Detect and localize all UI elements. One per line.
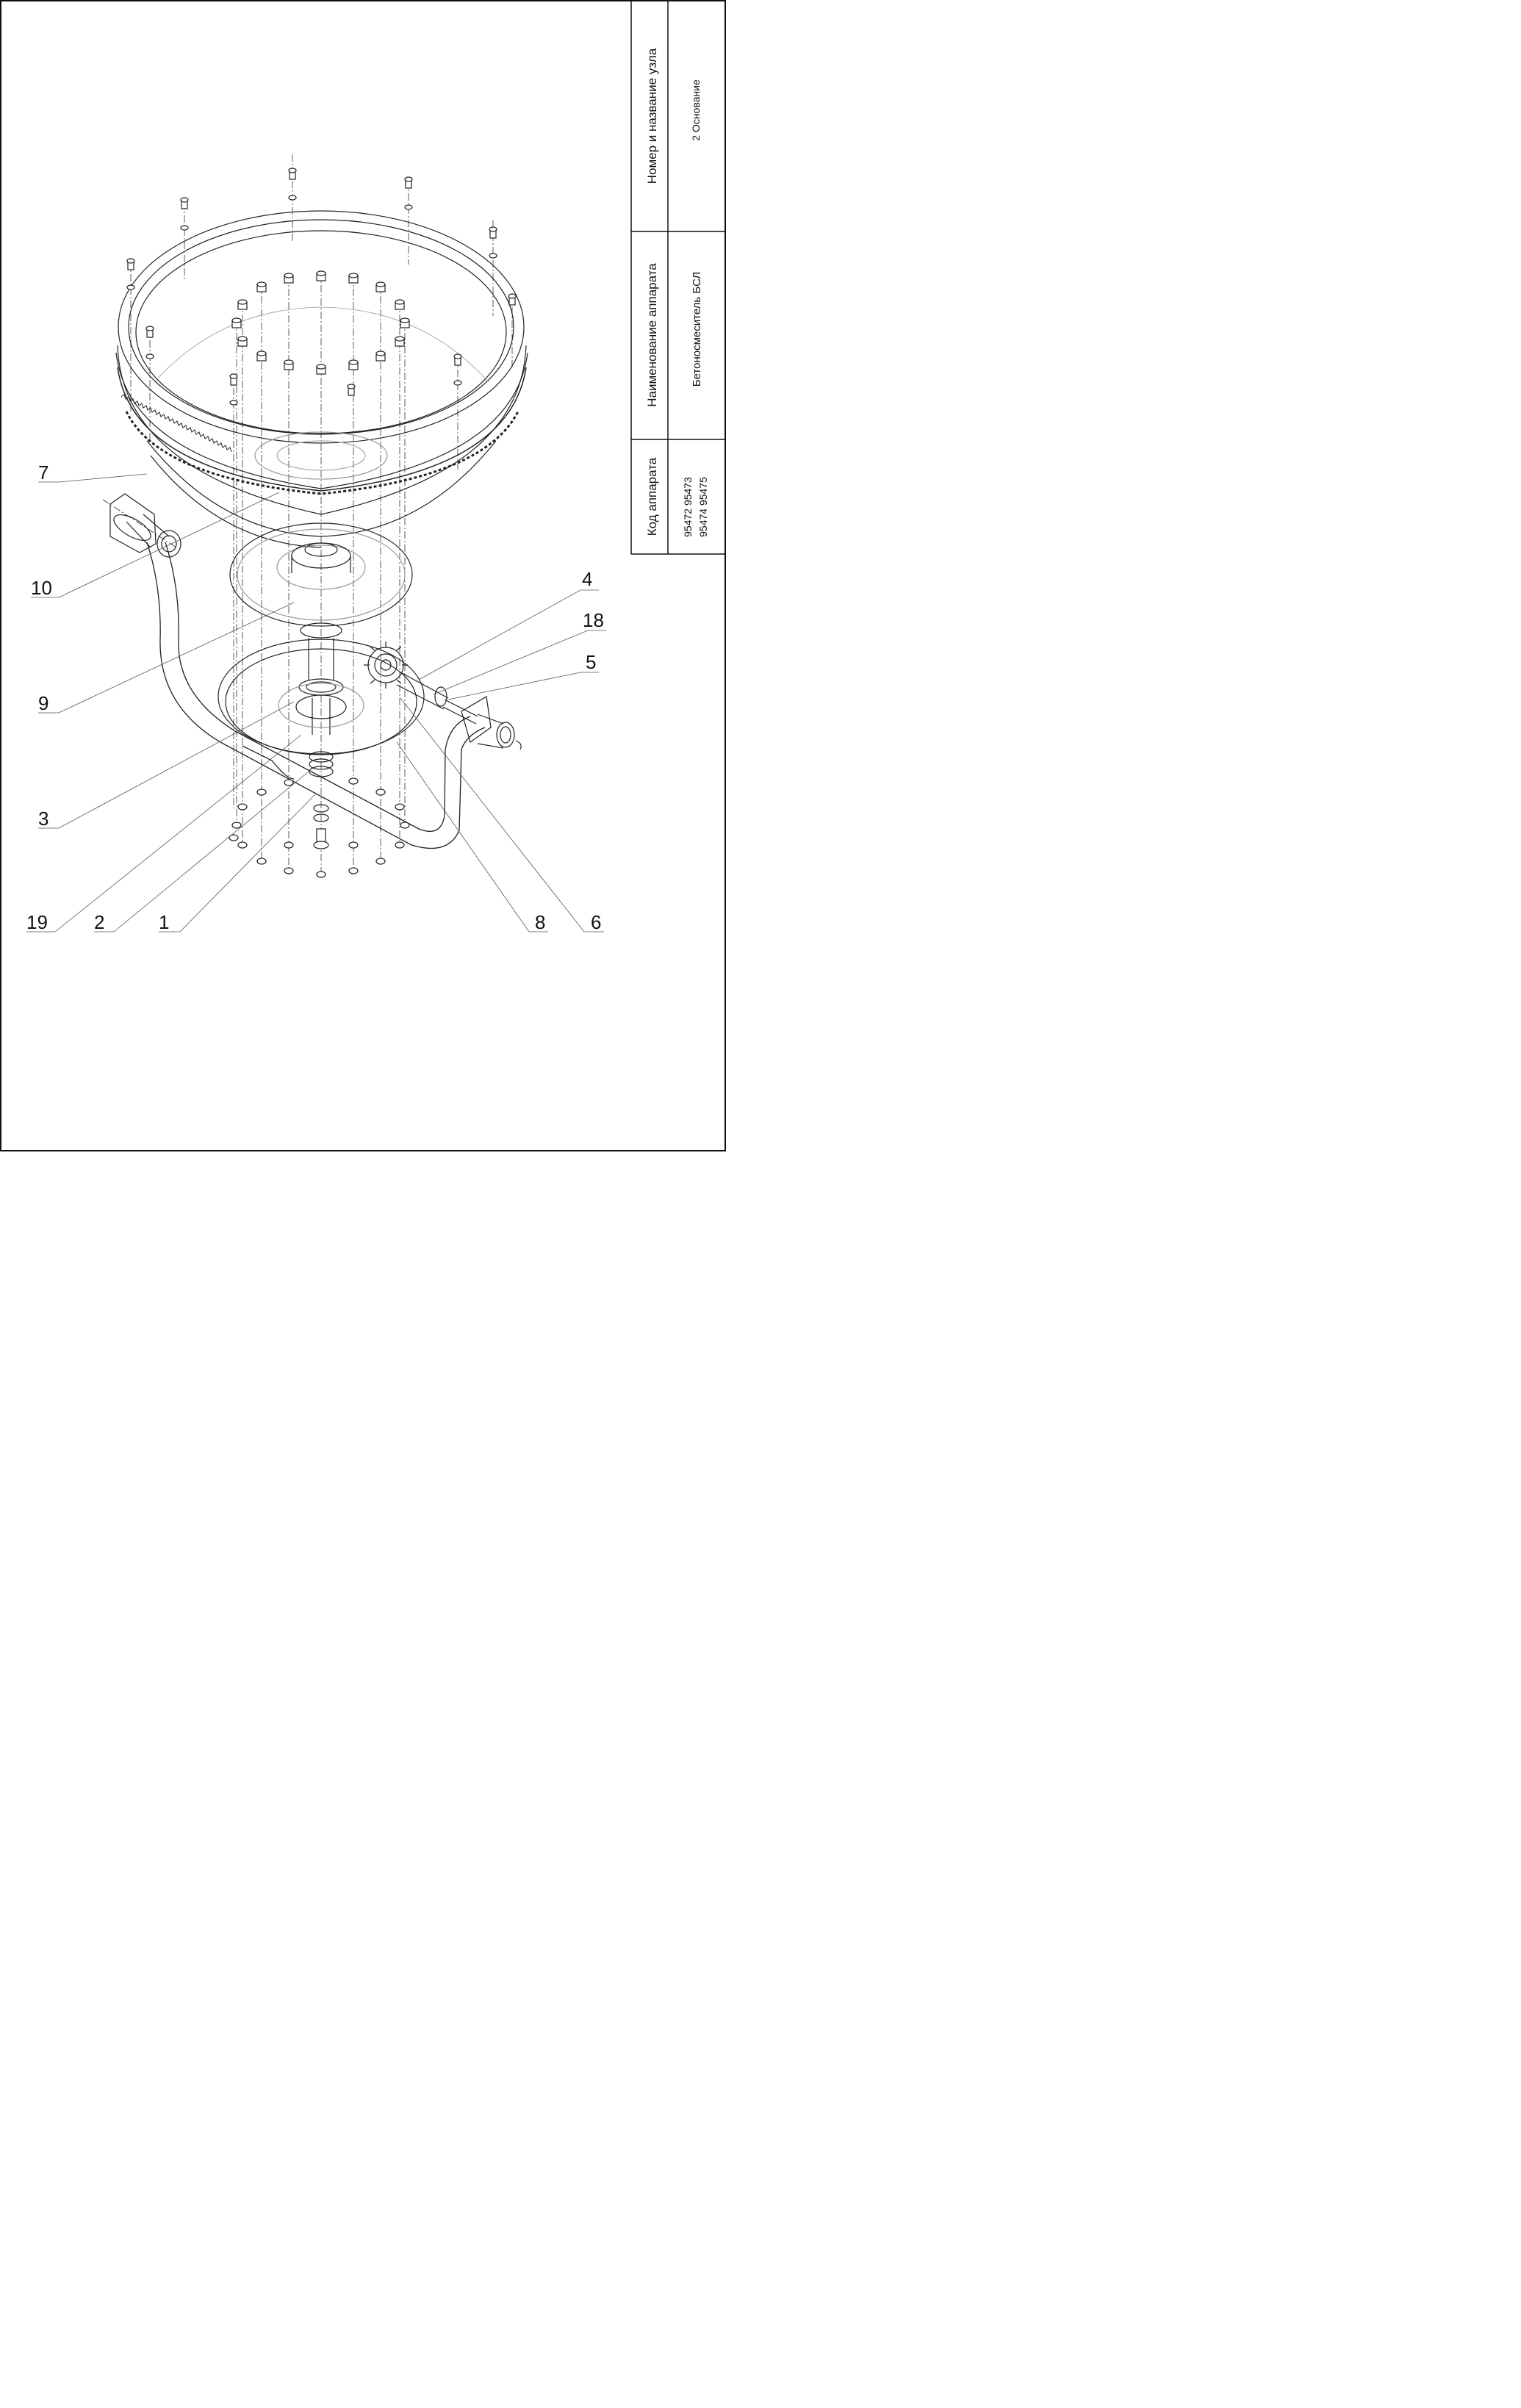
inner-bolt-circle-top xyxy=(231,270,410,375)
callout-18: 18 xyxy=(583,609,604,631)
callout-10: 10 xyxy=(31,577,52,599)
sheet-border xyxy=(0,0,726,1151)
left-bracket xyxy=(102,493,181,558)
device-code-line2: 95474 95475 xyxy=(697,477,709,537)
drive-shaft xyxy=(396,672,478,725)
callout-3: 3 xyxy=(38,808,48,830)
drawing-sheet: Номер и название узла 2 Основание Наимен… xyxy=(0,0,727,1152)
upper-bearing-flange xyxy=(229,522,413,627)
node-value: 2 Основание xyxy=(690,79,702,141)
top-flange-ring xyxy=(118,210,525,444)
callout-8: 8 xyxy=(535,911,545,933)
node-header: Номер и название узла xyxy=(645,48,659,184)
device-name-header: Наименование аппарата xyxy=(645,263,659,407)
main-shaft xyxy=(298,622,344,735)
callout-4: 4 xyxy=(582,568,592,590)
ring-gear-teeth xyxy=(121,394,232,453)
callout-2: 2 xyxy=(94,911,104,933)
spring-bushing xyxy=(309,751,334,849)
device-code-line1: 95472 95473 xyxy=(682,477,694,537)
top-bolts xyxy=(126,168,517,406)
right-bracket xyxy=(461,696,522,750)
support-frame-tubes xyxy=(146,542,486,849)
leader-lines xyxy=(26,473,606,932)
callout-9: 9 xyxy=(38,692,48,714)
device-code-header: Код аппарата xyxy=(645,457,659,536)
device-name-value: Бетоносмеситель БСЛ xyxy=(691,272,703,387)
assembly-drawing: Номер и название узла 2 Основание Наимен… xyxy=(0,0,726,1151)
exploded-view xyxy=(26,154,606,932)
bottom-fasteners xyxy=(229,777,410,878)
callout-labels: 7 10 9 3 19 2 1 8 6 4 18 5 xyxy=(26,461,604,933)
ring-gear-band xyxy=(117,367,527,492)
lower-base-plate xyxy=(217,639,425,755)
callout-1: 1 xyxy=(159,911,169,933)
mixing-bowl xyxy=(115,306,528,548)
callout-7: 7 xyxy=(38,461,48,484)
callout-19: 19 xyxy=(26,911,48,933)
callout-6: 6 xyxy=(591,911,601,933)
pinion-gear xyxy=(364,641,408,689)
callout-5: 5 xyxy=(586,651,596,673)
title-block xyxy=(630,1,725,555)
